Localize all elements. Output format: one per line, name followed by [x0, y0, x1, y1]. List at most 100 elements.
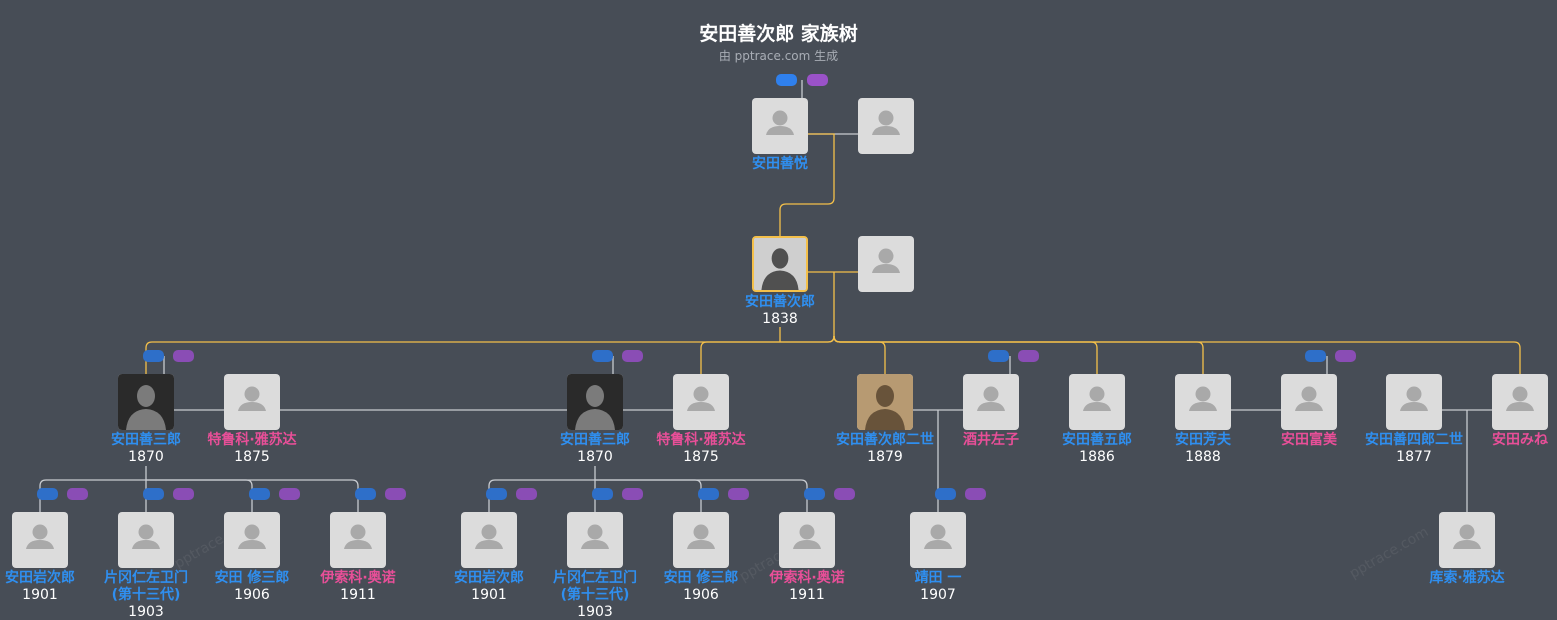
- person-card[interactable]: [118, 374, 174, 430]
- spouse-indicator-pill[interactable]: [173, 488, 194, 500]
- person-name: 特鲁科·雅苏达: [656, 432, 746, 448]
- spouse-indicator-pill[interactable]: [143, 350, 164, 362]
- spouse-indicator-pill[interactable]: [698, 488, 719, 500]
- spouse-indicator-pill[interactable]: [1018, 350, 1039, 362]
- person-placeholder-icon: [238, 524, 266, 549]
- person-card[interactable]: [963, 374, 1019, 430]
- person-placeholder-icon: [977, 386, 1005, 411]
- person-card[interactable]: [673, 374, 729, 430]
- person-card[interactable]: [1439, 512, 1495, 568]
- spouse-indicator-pill[interactable]: [279, 488, 300, 500]
- person-birth-year: 1875: [683, 449, 719, 465]
- person-card[interactable]: [673, 512, 729, 568]
- person-placeholder-icon: [1083, 386, 1111, 411]
- spouse-indicator-pill[interactable]: [486, 488, 507, 500]
- person-name: 伊索科·奥诺: [320, 570, 396, 586]
- connector-line: [146, 479, 359, 512]
- person-card[interactable]: [12, 512, 68, 568]
- person-placeholder-icon: [687, 524, 715, 549]
- spouse-indicator-pill[interactable]: [249, 488, 270, 500]
- connector-line: [145, 272, 835, 374]
- person-birth-year: 1870: [577, 449, 613, 465]
- person-card[interactable]: [910, 512, 966, 568]
- person-placeholder-icon: [1400, 386, 1428, 411]
- person-name: 安田芳夫: [1175, 432, 1231, 448]
- person-card[interactable]: [224, 512, 280, 568]
- person-name: 特鲁科·雅苏达: [207, 432, 297, 448]
- person-card[interactable]: [1175, 374, 1231, 430]
- spouse-indicator-pill[interactable]: [592, 488, 613, 500]
- person-card[interactable]: [1386, 374, 1442, 430]
- spouse-indicator-pill[interactable]: [988, 350, 1009, 362]
- person-name: 安田 修三郎: [214, 570, 290, 586]
- page-title: 安田善次郎 家族树: [699, 23, 858, 45]
- person-card[interactable]: [461, 512, 517, 568]
- person-card[interactable]: [858, 236, 914, 292]
- person-name: 伊索科·奥诺: [769, 570, 845, 586]
- person-name: 安田富美: [1281, 432, 1337, 448]
- spouse-indicator-pill[interactable]: [1335, 350, 1356, 362]
- person-birth-year: 1906: [683, 587, 719, 603]
- person-name-line2: (第十三代): [560, 587, 630, 603]
- portrait-photo: [857, 374, 913, 430]
- person-name: 安田岩次郎: [5, 570, 75, 586]
- person-placeholder-icon: [766, 110, 794, 135]
- person-placeholder-icon: [687, 386, 715, 411]
- spouse-indicator-pill[interactable]: [622, 350, 643, 362]
- person-card[interactable]: [118, 512, 174, 568]
- spouse-indicator-pill[interactable]: [516, 488, 537, 500]
- spouse-indicator-pill[interactable]: [776, 74, 797, 86]
- spouse-indicator-pill[interactable]: [622, 488, 643, 500]
- person-placeholder-icon: [872, 110, 900, 135]
- person-birth-year: 1838: [762, 311, 798, 327]
- spouse-indicator-pill[interactable]: [728, 488, 749, 500]
- person-card[interactable]: [567, 374, 623, 430]
- person-birth-year: 1870: [128, 449, 164, 465]
- spouse-indicator-pill[interactable]: [807, 74, 828, 86]
- person-card[interactable]: [1069, 374, 1125, 430]
- spouse-indicator-pill[interactable]: [37, 488, 58, 500]
- spouse-indicator-pill[interactable]: [1305, 350, 1326, 362]
- person-name: 安田善四郎二世: [1365, 432, 1463, 448]
- person-birth-year: 1879: [867, 449, 903, 465]
- spouse-indicator-pill[interactable]: [804, 488, 825, 500]
- person-card[interactable]: [858, 98, 914, 154]
- person-birth-year: 1903: [577, 604, 613, 620]
- connector-line: [833, 335, 1521, 374]
- person-birth-year: 1911: [340, 587, 376, 603]
- person-name: 安田善三郎: [111, 432, 181, 448]
- person-card[interactable]: [857, 374, 913, 430]
- spouse-indicator-pill[interactable]: [67, 488, 88, 500]
- person-placeholder-icon: [793, 524, 821, 549]
- person-placeholder-icon: [238, 386, 266, 411]
- person-card[interactable]: [1492, 374, 1548, 430]
- spouse-indicator-pill[interactable]: [935, 488, 956, 500]
- person-card[interactable]: [224, 374, 280, 430]
- portrait-photo: [118, 374, 174, 430]
- person-card[interactable]: [752, 98, 808, 154]
- person-placeholder-icon: [475, 524, 503, 549]
- spouse-indicator-pill[interactable]: [834, 488, 855, 500]
- person-placeholder-icon: [344, 524, 372, 549]
- connector-line: [488, 479, 595, 512]
- spouse-indicator-pill[interactable]: [355, 488, 376, 500]
- person-birth-year: 1901: [471, 587, 507, 603]
- spouse-indicator-pill[interactable]: [173, 350, 194, 362]
- person-name-line2: (第十三代): [111, 587, 181, 603]
- person-card[interactable]: [779, 512, 835, 568]
- person-card[interactable]: [330, 512, 386, 568]
- person-card[interactable]: [567, 512, 623, 568]
- person-birth-year: 1907: [920, 587, 956, 603]
- portrait-photo: [754, 238, 806, 290]
- spouse-indicator-pill[interactable]: [965, 488, 986, 500]
- spouse-indicator-pill[interactable]: [592, 350, 613, 362]
- person-placeholder-icon: [581, 524, 609, 549]
- person-placeholder-icon: [1295, 386, 1323, 411]
- person-card[interactable]: [1281, 374, 1337, 430]
- spouse-indicator-pill[interactable]: [143, 488, 164, 500]
- person-card[interactable]: [752, 236, 808, 292]
- person-birth-year: 1911: [789, 587, 825, 603]
- person-birth-year: 1886: [1079, 449, 1115, 465]
- spouse-indicator-pill[interactable]: [385, 488, 406, 500]
- person-name: 安田善次郎: [745, 294, 815, 310]
